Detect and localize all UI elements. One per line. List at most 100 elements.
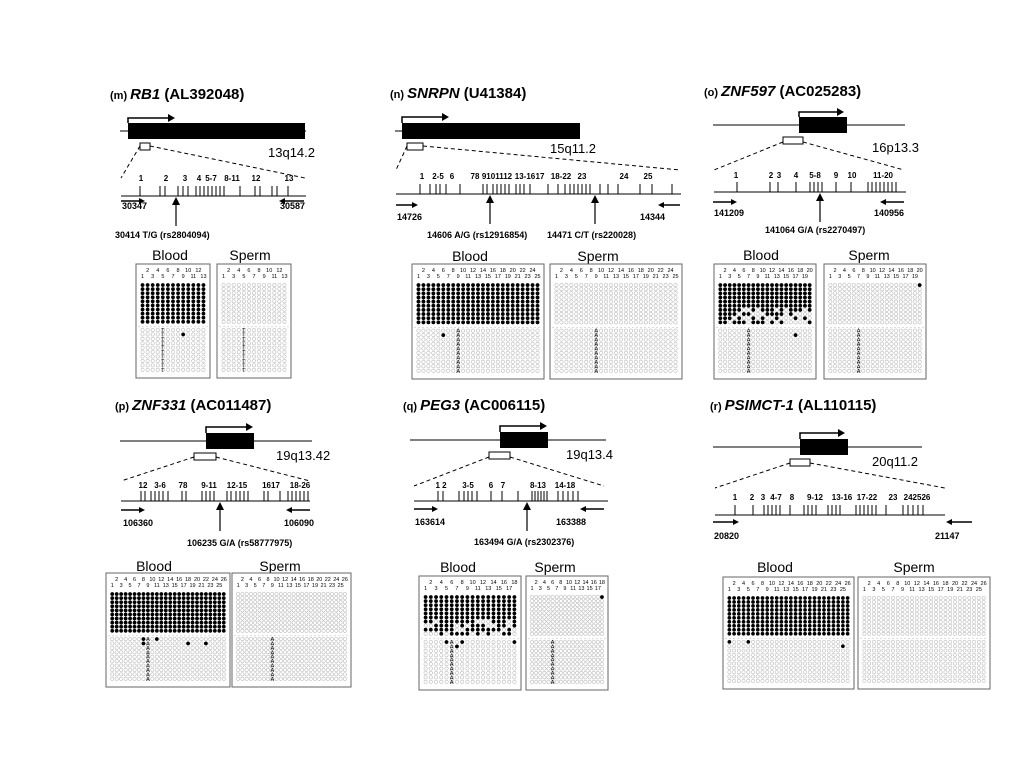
cpg-dot: [266, 677, 269, 680]
cpg-label: 7: [501, 481, 506, 490]
cpg-dot: [580, 662, 583, 665]
cpg-dot: [580, 283, 583, 286]
cpg-dot: [156, 296, 159, 299]
cpg-dot: [142, 629, 145, 632]
sperm-label: Sperm: [534, 559, 575, 575]
cpg-dot: [904, 360, 907, 363]
cpg-dot: [288, 609, 291, 612]
cpg-dot: [300, 646, 303, 649]
cpg-dot: [173, 600, 176, 603]
cpg-dot: [451, 316, 454, 319]
cpg-dot: [871, 369, 874, 372]
cpg-dot: [146, 304, 149, 307]
cpg-dot: [589, 300, 592, 303]
cpg-dot: [266, 596, 269, 599]
cpg-dot: [186, 592, 189, 595]
cpg-dot: [437, 351, 440, 354]
cpg-dot: [588, 667, 591, 670]
cpg-dot: [904, 316, 907, 319]
cpg-dot: [589, 369, 592, 372]
cpg-dot: [570, 365, 573, 368]
cpg-dot: [832, 620, 835, 623]
cpg-dot: [803, 292, 806, 295]
cpg-dot: [580, 296, 583, 299]
cpg-dot: [343, 664, 346, 667]
cpg-dot: [501, 296, 504, 299]
cpg-dot: [481, 321, 484, 324]
cpg-dot: [543, 620, 546, 623]
cpg-dot: [471, 287, 474, 290]
cpg-dot: [555, 333, 558, 336]
cpg-dot: [213, 605, 216, 608]
cpg-dot: [111, 655, 114, 658]
cpg-dot: [253, 621, 256, 624]
cpg-dot: [742, 596, 745, 599]
cpg-dot: [536, 338, 539, 341]
cpg-dot: [481, 649, 484, 652]
cpg-dot: [571, 676, 574, 679]
cpg-dot: [227, 287, 230, 290]
cpg-dot: [451, 308, 454, 311]
cpg-dot: [599, 338, 602, 341]
cpg-dot: [770, 316, 773, 319]
cpg-dot: [619, 296, 622, 299]
cpg-dot: [841, 612, 844, 615]
cpg-dot: [766, 321, 769, 324]
cpg-dot: [476, 616, 479, 619]
cpg-dot: [592, 676, 595, 679]
dmr-box: [194, 453, 216, 460]
cpg-dot: [330, 659, 333, 662]
cpg-dot: [262, 646, 265, 649]
cpg-dot: [599, 342, 602, 345]
cpg-dot: [829, 369, 832, 372]
cpg-dot: [249, 673, 252, 676]
cpg-dot: [742, 600, 745, 603]
cpg-dot: [447, 300, 450, 303]
cpg-dot: [847, 308, 850, 311]
cpg-dot: [487, 680, 490, 683]
cpg-dot: [432, 347, 435, 350]
cpg-dot: [111, 596, 114, 599]
cpg-index: 13: [281, 274, 287, 280]
cpg-dot: [600, 620, 603, 623]
cpg-dot: [559, 676, 562, 679]
cpg-dot: [918, 342, 921, 345]
cpg-label: 12-15: [227, 481, 248, 490]
cpg-dot: [909, 308, 912, 311]
cpg-dot: [592, 658, 595, 661]
cpg-dot: [322, 605, 325, 608]
cpg-dot: [719, 351, 722, 354]
cpg-dot: [456, 308, 459, 311]
cpg-dot: [195, 625, 198, 628]
cpg-dot: [918, 287, 921, 290]
cpg-dot: [516, 333, 519, 336]
cpg-dot: [218, 668, 221, 671]
cpg-dot: [471, 658, 474, 661]
cpg-dot: [476, 676, 479, 679]
cpg-dot: [609, 321, 612, 324]
cpg-dot: [275, 629, 278, 632]
cpg-dot: [507, 667, 510, 670]
cpg-dot: [530, 667, 533, 670]
cpg-dot: [531, 296, 534, 299]
cpg-dot: [539, 603, 542, 606]
cpg-dot: [442, 369, 445, 372]
cpg-dot: [588, 671, 591, 674]
cpg-dot: [445, 603, 448, 606]
cpg-dot: [173, 637, 176, 640]
cpg-dot: [513, 595, 516, 598]
cpg-dot: [200, 646, 203, 649]
cpg-label: 23: [578, 172, 587, 181]
cpg-dot: [609, 342, 612, 345]
cpg-dot: [576, 632, 579, 635]
cpg-dot: [852, 296, 855, 299]
cpg-dot: [580, 628, 583, 631]
cpg-dot: [780, 308, 783, 311]
cpg-dot: [894, 351, 897, 354]
snp-allele: A: [456, 369, 460, 375]
cpg-dot: [766, 369, 769, 372]
cpg-dot: [570, 360, 573, 363]
cpg-dot: [555, 360, 558, 363]
cpg-dot: [838, 321, 841, 324]
cpg-dot: [594, 308, 597, 311]
